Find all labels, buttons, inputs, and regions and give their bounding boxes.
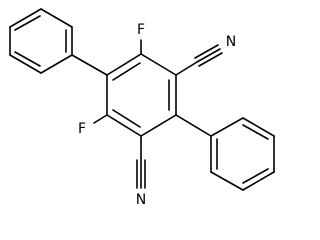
phenyl-bottom-right (175, 114, 275, 191)
double-bond-inner (14, 51, 41, 67)
triple-bond-line (196, 48, 221, 63)
phenyl-top-left (9, 8, 108, 76)
bond (140, 114, 177, 137)
bond (9, 8, 42, 28)
fluorine-top-label: F (137, 22, 145, 38)
triple-bond-line (194, 44, 219, 59)
bond (242, 171, 275, 191)
bond (40, 54, 73, 74)
double-bond-inner (242, 168, 269, 184)
double-bond-inner (14, 15, 41, 31)
bond (9, 54, 42, 74)
molecule-diagram: F F N N (9, 8, 275, 208)
triple-bond-line (198, 52, 223, 67)
bond-to-phenyl (175, 114, 212, 137)
bond (242, 117, 275, 137)
bond (140, 53, 177, 76)
nitrogen-bottom-label: N (136, 192, 146, 208)
bond-to-fluorine-bottom (93, 114, 108, 124)
nitrile-top: N (175, 34, 236, 76)
bond (40, 8, 73, 28)
double-bond-inner (242, 124, 269, 140)
bond (210, 117, 244, 137)
bond (106, 114, 142, 137)
central-ring (106, 53, 177, 137)
bond (210, 171, 244, 191)
bond-to-phenyl (71, 54, 108, 76)
fluorine-bottom-label: F (78, 121, 86, 137)
bond (106, 53, 142, 76)
double-bond-inner (112, 109, 141, 128)
nitrile-bottom: N (136, 135, 146, 208)
nitrogen-top-label: N (226, 34, 236, 50)
double-bond-inner (112, 62, 141, 81)
bond (175, 61, 198, 76)
